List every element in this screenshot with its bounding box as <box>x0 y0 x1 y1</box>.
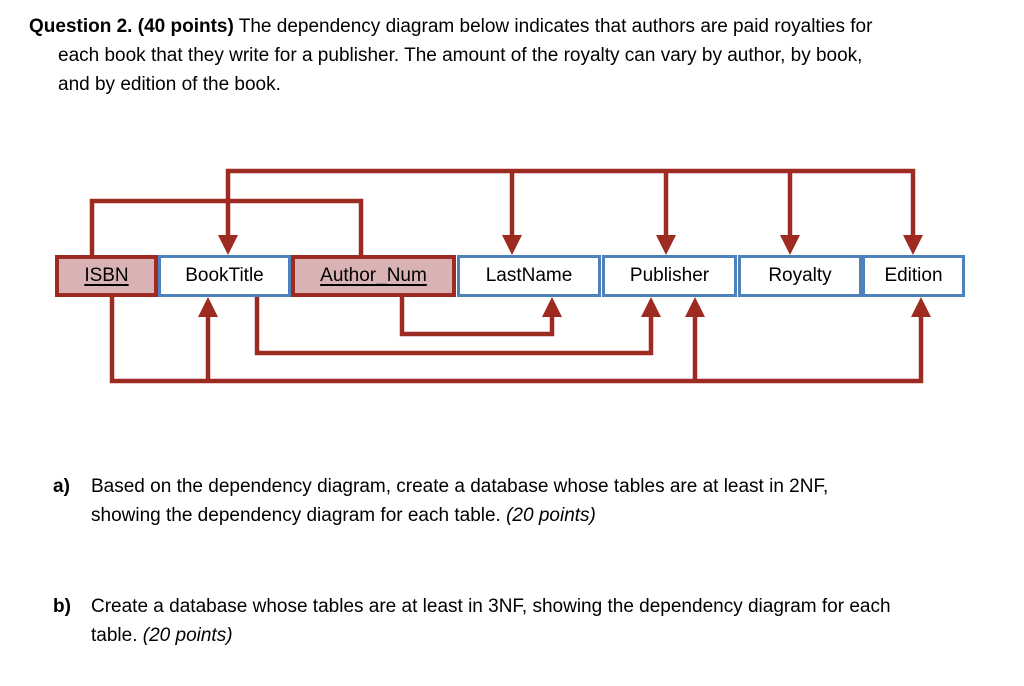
field-box-royalty: Royalty <box>738 255 862 297</box>
field-box-publisher: Publisher <box>602 255 737 297</box>
booktitle-transitive-dependency-line <box>254 294 654 356</box>
part-b-text: Create a database whose tables are at le… <box>91 592 1003 650</box>
field-box-isbn: ISBN <box>55 255 158 297</box>
arrowhead-down-publisher <box>656 235 676 255</box>
arrowhead-down-lastname <box>502 235 522 255</box>
arrowhead-up-booktitle <box>198 297 218 317</box>
dependency-arrows <box>89 168 931 384</box>
part-a: a) Based on the dependency diagram, crea… <box>53 472 1003 530</box>
field-box-lastname: LastName <box>457 255 601 297</box>
isbn-partial-dependency-line <box>109 294 924 384</box>
arrowhead-up-lastname <box>542 297 562 317</box>
field-label: Publisher <box>629 265 710 286</box>
arrowhead-down-booktitle <box>218 235 238 255</box>
pk-dependency-line <box>225 168 916 240</box>
question-line-2: each book that they write for a publishe… <box>58 45 863 66</box>
composite-key-bracket <box>89 198 364 257</box>
arrowhead-up-publisher-2 <box>685 297 705 317</box>
part-a-line-2: showing the dependency diagram for each … <box>91 505 596 526</box>
arrowhead-down-edition <box>903 235 923 255</box>
field-label: Author_Num <box>320 265 427 286</box>
part-b-line-1: Create a database whose tables are at le… <box>91 596 891 617</box>
part-a-line-1: Based on the dependency diagram, create … <box>91 476 829 497</box>
question-number: Question 2. (40 points) <box>29 16 234 37</box>
field-label: ISBN <box>84 265 129 286</box>
question-line-1: Question 2. (40 points) The dependency d… <box>29 16 873 37</box>
authornum-partial-dependency-line <box>399 294 555 337</box>
field-box-booktitle: BookTitle <box>158 255 291 297</box>
arrowhead-up-edition <box>911 297 931 317</box>
part-b-points: (20 points) <box>142 625 233 646</box>
part-a-label: a) <box>53 476 70 497</box>
part-b: b) Create a database whose tables are at… <box>53 592 1003 650</box>
part-a-points: (20 points) <box>506 505 596 526</box>
arrowhead-up-publisher-1 <box>641 297 661 317</box>
field-box-edition: Edition <box>862 255 965 297</box>
question-line-3: and by edition of the book. <box>58 74 281 95</box>
field-label: Edition <box>884 265 943 286</box>
field-label: LastName <box>485 265 573 286</box>
field-label: Royalty <box>768 265 832 286</box>
part-b-label: b) <box>53 596 71 617</box>
field-label: BookTitle <box>185 265 264 286</box>
question-text: Question 2. (40 points) The dependency d… <box>29 12 1009 99</box>
part-a-text: Based on the dependency diagram, create … <box>91 472 1003 530</box>
dependency-diagram: ISBN BookTitle Author_Num LastName Publisher… <box>55 168 965 384</box>
arrowhead-down-royalty <box>780 235 800 255</box>
part-b-line-2: table. (20 points) <box>91 625 233 646</box>
field-box-author_num: Author_Num <box>291 255 456 297</box>
